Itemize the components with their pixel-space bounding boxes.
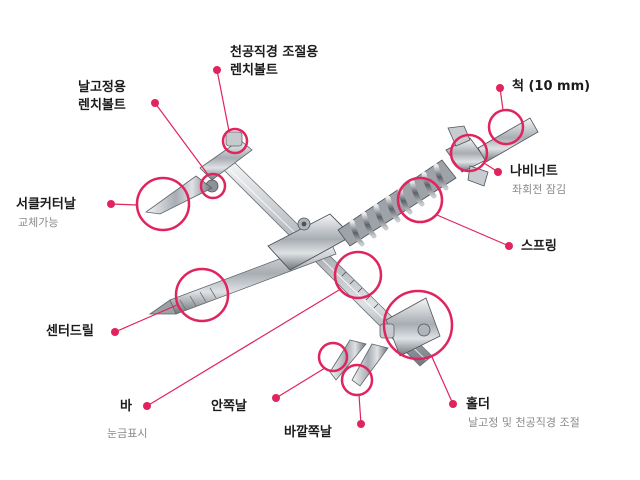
highlight-blade-bolt xyxy=(199,172,227,200)
label-blade-fix-bolt-line2: 렌치볼트 xyxy=(78,98,126,113)
wing-nut xyxy=(445,125,489,187)
label-blade-fix-bolt-line1: 날고정용 xyxy=(78,80,126,95)
highlight-inner-blade xyxy=(317,341,349,373)
highlight-bar xyxy=(333,250,383,300)
label-hole-wrench-bolt-line2: 렌치볼트 xyxy=(230,63,278,78)
label-dots xyxy=(107,66,513,428)
bar-scale-marks xyxy=(341,271,379,309)
right-holder-block xyxy=(385,297,441,357)
highlight-circles xyxy=(135,108,525,397)
highlight-chuck xyxy=(487,108,525,146)
sub-circle-cutter: 교체가능 xyxy=(18,216,59,229)
label-bar: 바 xyxy=(120,399,132,414)
highlight-outer-blade xyxy=(340,363,374,397)
circle-cutter-blade xyxy=(144,175,213,215)
label-inner-blade: 안쪽날 xyxy=(211,399,247,414)
sub-wing-nut: 좌회전 잠김 xyxy=(512,183,567,196)
label-hole-wrench-bolt-line1: 천공직경 조절용 xyxy=(230,45,319,60)
label-wing-nut: 나비너트 xyxy=(510,164,558,179)
highlight-center-drill xyxy=(174,267,230,323)
outer-blade xyxy=(351,343,389,387)
label-circle-cutter: 서클커터날 xyxy=(16,197,76,212)
label-spring: 스프링 xyxy=(521,239,557,254)
leader-lines xyxy=(110,69,510,425)
label-chuck: 척 (10 mm) xyxy=(512,79,591,94)
label-center-drill: 센터드릴 xyxy=(46,324,94,339)
highlight-spring xyxy=(396,176,444,224)
label-outer-blade: 바깥쪽날 xyxy=(284,425,332,440)
label-holder: 홀더 xyxy=(466,397,490,412)
blade-fix-bolt-left xyxy=(225,131,243,147)
sub-bar: 눈금표시 xyxy=(107,427,148,440)
highlight-wing-nut xyxy=(449,133,489,173)
highlight-circle-cutter xyxy=(135,176,191,232)
circle-cutter-tool-illustration xyxy=(144,117,539,387)
highlight-holder xyxy=(382,289,454,361)
sub-holder: 날고정 및 천공직경 조절 xyxy=(468,416,580,429)
highlight-hole-bolt xyxy=(221,127,249,155)
